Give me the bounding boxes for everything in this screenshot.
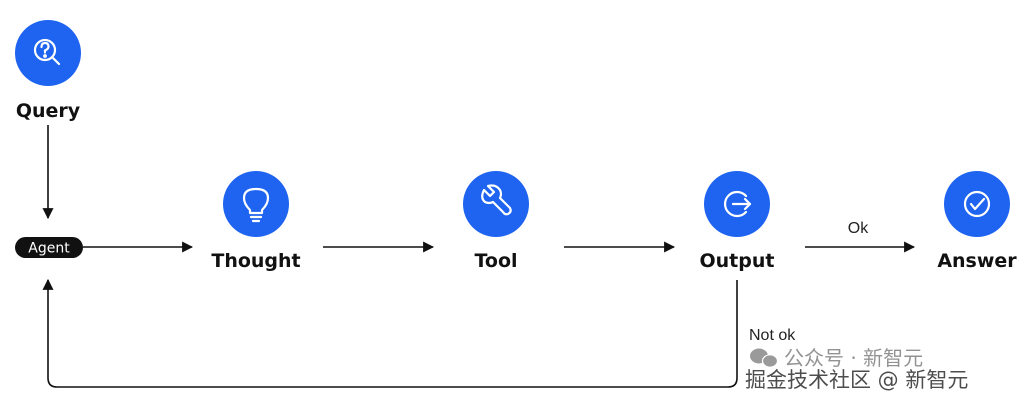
output-node: Output: [700, 171, 775, 272]
check-circle-icon: [963, 190, 991, 218]
tool-label: Tool: [474, 250, 517, 272]
tool-node: Tool: [463, 171, 529, 272]
thought-circle: [223, 171, 289, 237]
watermark-account: 公众号 · 新智元: [784, 346, 923, 370]
watermark-line: 掘金技术社区 @ 新智元: [745, 368, 968, 392]
agent-pill: [15, 237, 83, 258]
query-circle: [15, 20, 81, 86]
thought-node: Thought: [211, 171, 301, 272]
not-ok-edge-label: Not ok: [749, 327, 796, 344]
answer-node: Answer: [937, 171, 1017, 272]
search-question-icon: [33, 38, 61, 66]
exit-arrow-icon: [724, 190, 752, 218]
answer-circle: [944, 171, 1010, 237]
answer-label: Answer: [937, 250, 1017, 272]
query-label: Query: [16, 100, 81, 122]
lightbulb-icon: [242, 187, 270, 223]
watermark: 公众号 · 新智元 掘金技术社区 @ 新智元: [745, 346, 968, 392]
query-node: Query: [15, 20, 81, 122]
wechat-icon: [750, 348, 779, 368]
output-label: Output: [700, 250, 775, 272]
thought-label: Thought: [211, 250, 300, 272]
wrench-icon: [481, 184, 512, 216]
ok-edge-label: Ok: [848, 220, 869, 237]
arrow-output-loop-to-agent: [42, 278, 738, 388]
agent-label: Agent: [28, 241, 70, 257]
agent-node: Agent: [15, 237, 83, 258]
